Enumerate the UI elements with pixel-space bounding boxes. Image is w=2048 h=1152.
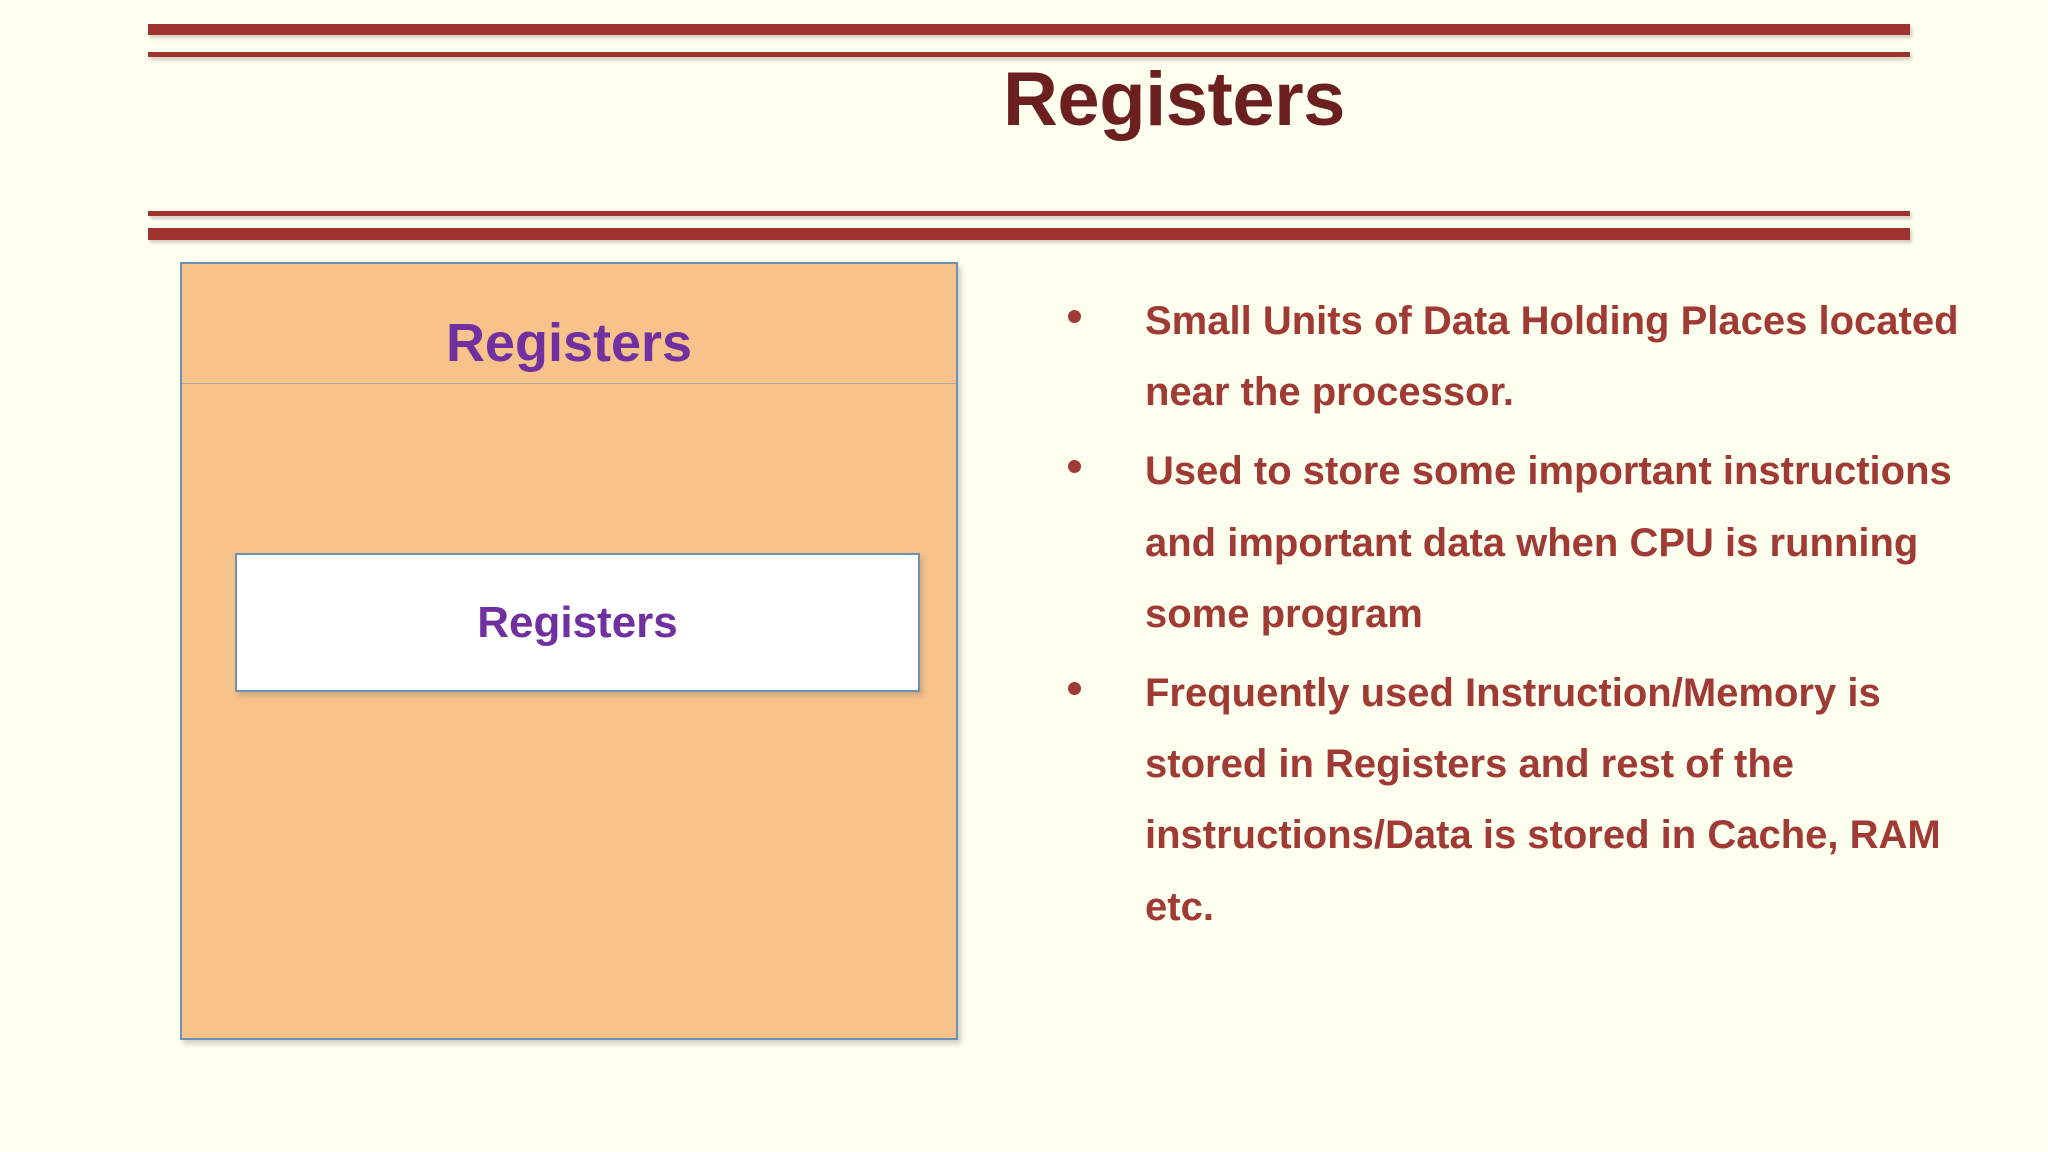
registers-outer-box: Registers Registers xyxy=(180,262,958,1040)
list-item: Small Units of Data Holding Places locat… xyxy=(1050,286,2010,428)
bullet-point-icon xyxy=(1068,460,1081,474)
registers-outer-box-label: Registers xyxy=(445,313,693,373)
list-item: Frequently used Instruction/Memory is st… xyxy=(1050,658,2010,943)
registers-inner-region xyxy=(182,383,956,1038)
list-item-text: Frequently used Instruction/Memory is st… xyxy=(1145,670,1941,929)
registers-inner-box: Registers xyxy=(235,553,920,692)
list-item-text: Small Units of Data Holding Places locat… xyxy=(1145,299,1959,415)
title-rule-bottom-thin xyxy=(148,211,1910,216)
bullet-point-icon xyxy=(1068,681,1081,695)
list-item-text: Used to store some important instruction… xyxy=(1145,449,1952,636)
title-rule-bottom-thick xyxy=(148,228,1910,240)
page-title-text: Registers xyxy=(1003,57,1345,142)
list-item: Used to store some important instruction… xyxy=(1050,436,2010,650)
registers-inner-box-label: Registers xyxy=(477,597,678,647)
page-title: Registers xyxy=(0,62,2048,138)
bullet-list: Small Units of Data Holding Places locat… xyxy=(1050,286,2010,951)
bullet-point-icon xyxy=(1068,310,1081,323)
title-rule-top-thin xyxy=(148,52,1910,57)
title-rule-top-thick xyxy=(148,24,1910,35)
